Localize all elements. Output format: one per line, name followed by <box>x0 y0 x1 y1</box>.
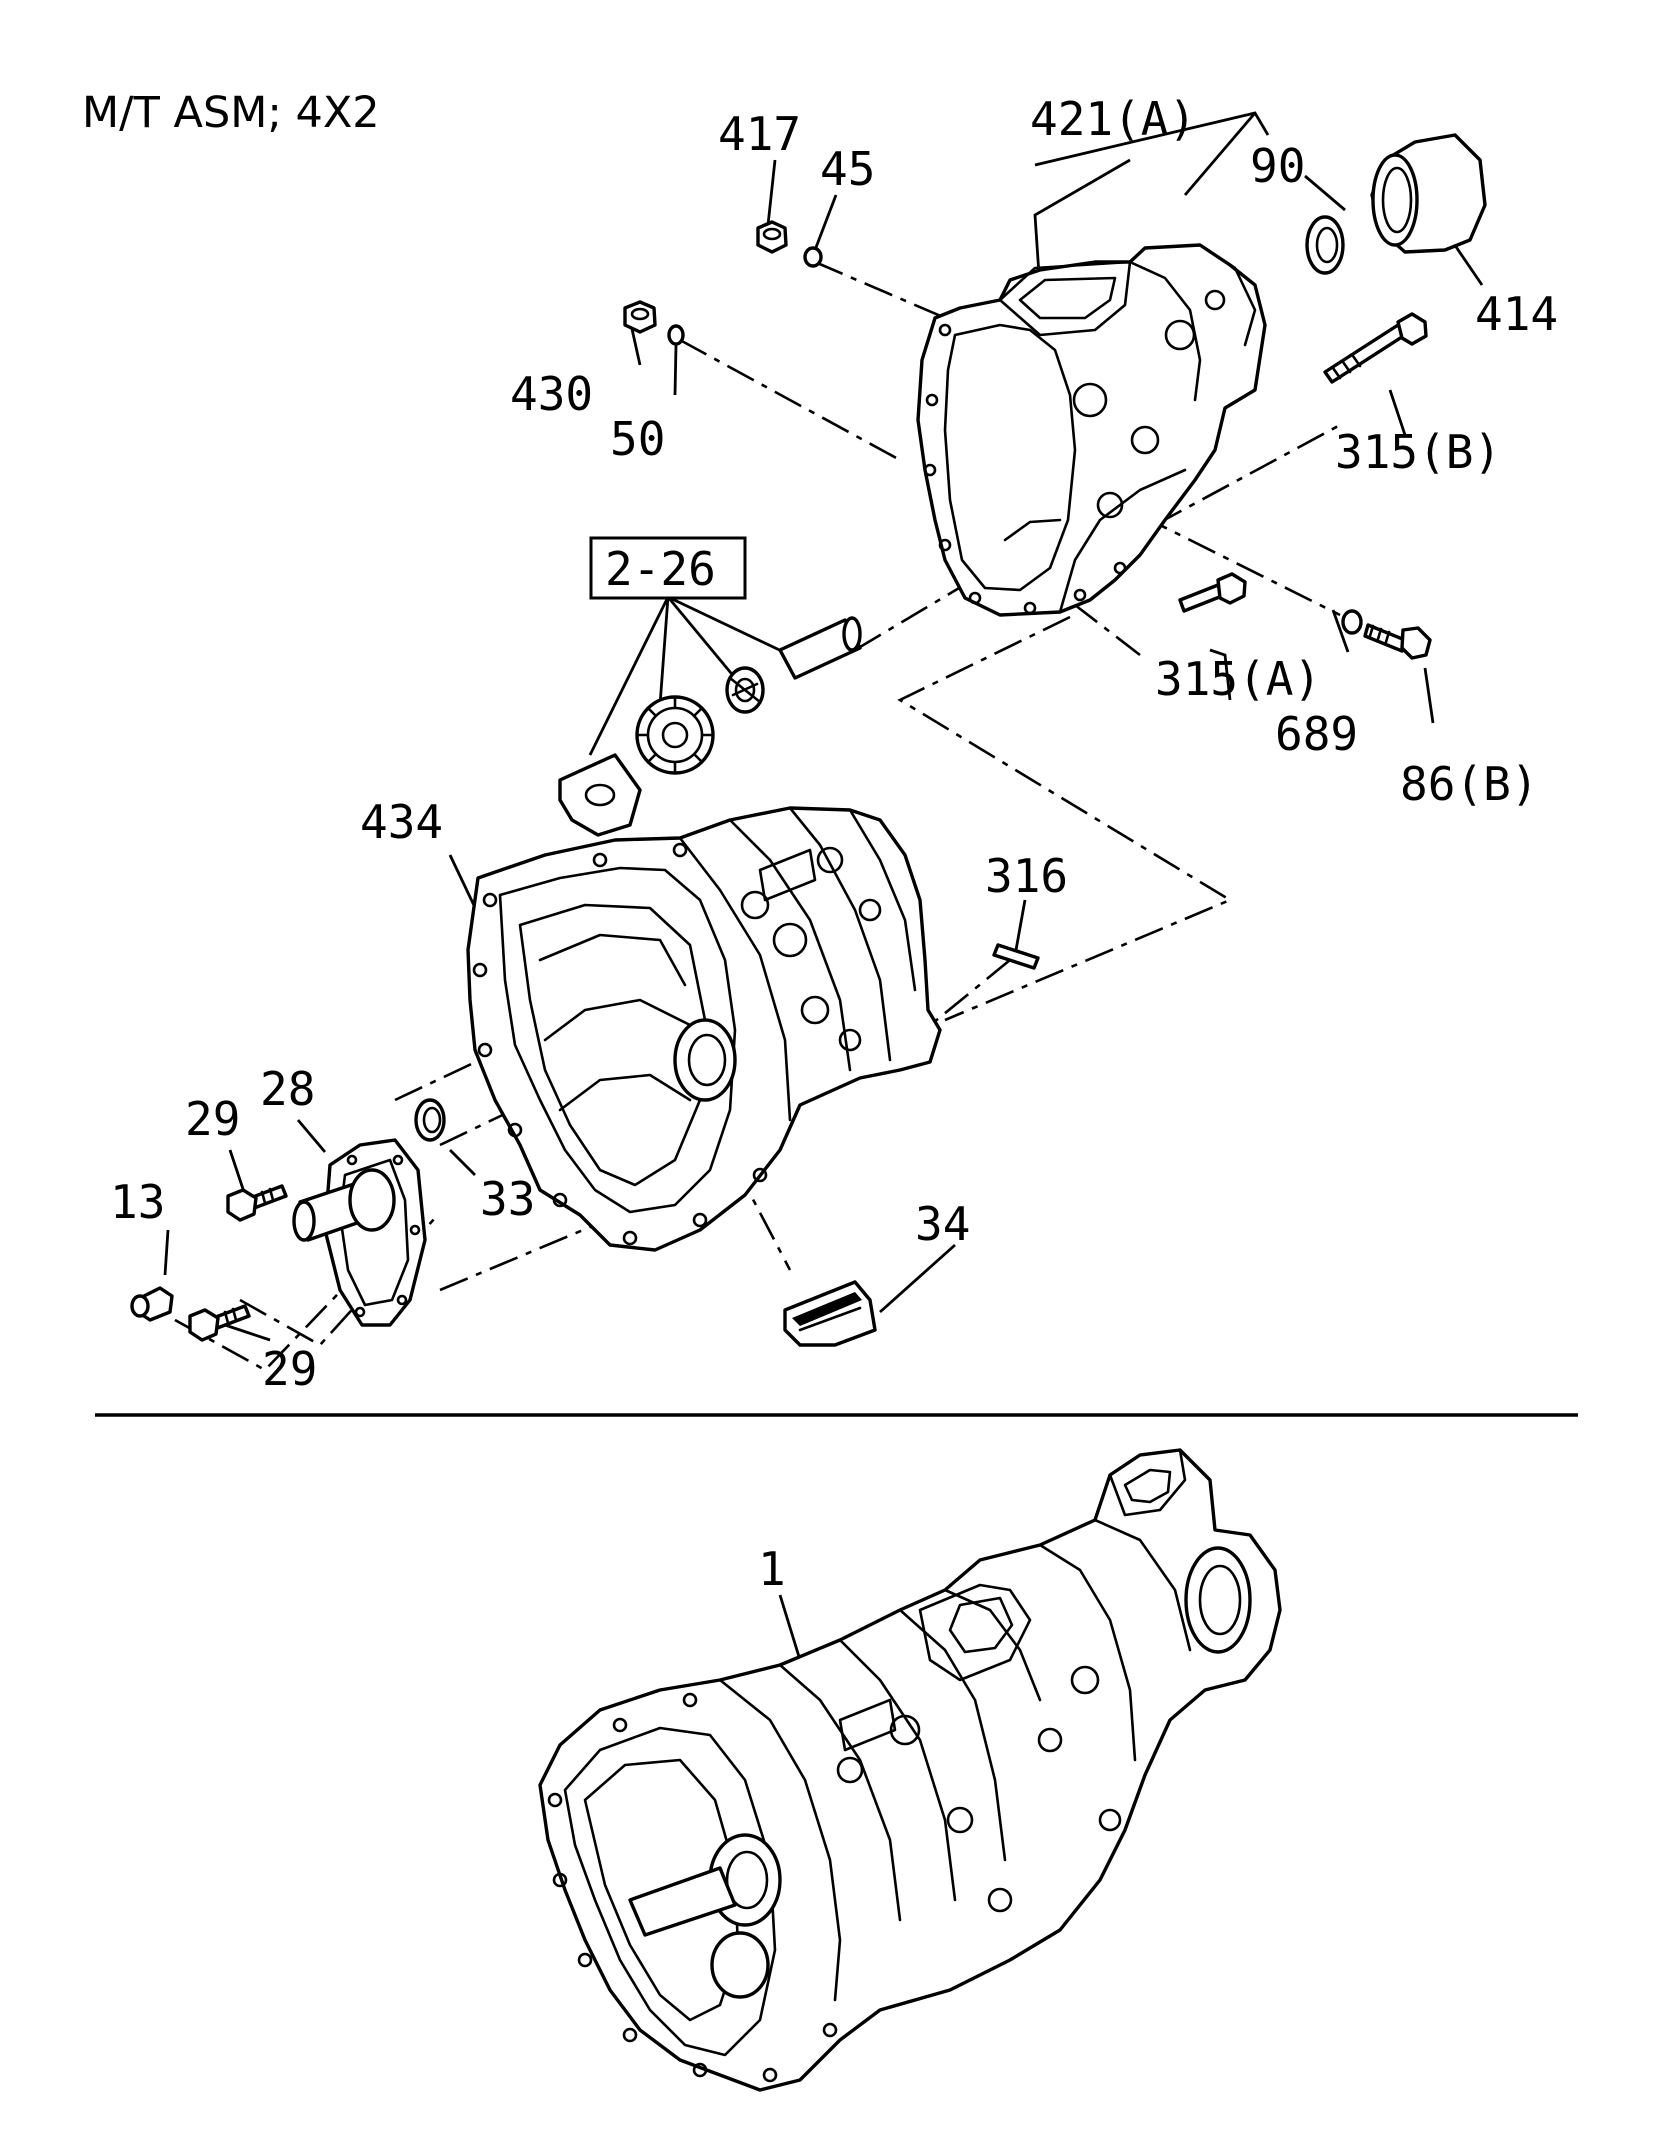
label-28: 28 <box>260 1062 315 1116</box>
seal-33-part <box>414 1098 446 1142</box>
label-1: 1 <box>758 1542 786 1596</box>
nut-417-part <box>756 220 788 254</box>
label-414: 414 <box>1475 287 1558 341</box>
label-34: 34 <box>915 1197 970 1251</box>
gear-bracket-part <box>558 753 642 837</box>
counter-shaft-part <box>778 616 862 680</box>
label-13: 13 <box>110 1175 165 1229</box>
bolt-29-upper-part <box>226 1184 288 1222</box>
label-45: 45 <box>820 142 875 196</box>
label-434: 434 <box>360 795 443 849</box>
oil-seal-part <box>1305 215 1345 275</box>
label-29-lower: 29 <box>262 1342 317 1396</box>
extension-housing-part <box>916 243 1267 617</box>
case-bolt-holes <box>472 842 768 1246</box>
nut-430-part <box>623 300 657 334</box>
bolt-315b-part <box>1323 312 1428 384</box>
assembly-bolt-holes <box>547 1692 838 2083</box>
label-315b: 315(B) <box>1335 425 1501 479</box>
part-labels: 417 45 421(A) 90 414 430 50 315(B) 2-26 … <box>110 92 1558 1596</box>
label-316: 316 <box>985 849 1068 903</box>
washer-689-part <box>1341 609 1363 635</box>
diagram-title: M/T ASM; 4X2 <box>82 88 380 138</box>
bolt-86b-part <box>1363 623 1432 660</box>
label-315a: 315(A) <box>1155 652 1321 706</box>
plug-13-part <box>130 1286 174 1322</box>
label-689: 689 <box>1275 707 1358 761</box>
key-316-part <box>992 943 1040 970</box>
label-50: 50 <box>610 412 665 466</box>
label-33: 33 <box>480 1172 535 1226</box>
washer-45-part <box>803 246 823 268</box>
label-421a: 421(A) <box>1030 92 1196 146</box>
needle-bearing-part <box>725 666 765 714</box>
transmission-case-part <box>466 806 942 1252</box>
bracket-34-part <box>783 1280 877 1347</box>
washer-50-part <box>667 324 685 346</box>
leader-lines <box>163 111 1484 1661</box>
label-29-upper: 29 <box>185 1092 240 1146</box>
bolt-29-lower-part <box>188 1304 251 1342</box>
label-86b: 86(B) <box>1400 757 1538 811</box>
transmission-assembly-part <box>538 1448 1282 2092</box>
label-430: 430 <box>510 367 593 421</box>
label-2-26: 2-26 <box>605 542 716 596</box>
front-cover-part <box>292 1138 427 1327</box>
label-417: 417 <box>718 107 801 161</box>
bolt-315a-part <box>1178 572 1247 613</box>
label-90: 90 <box>1250 139 1305 193</box>
counter-gear-part <box>635 695 715 775</box>
dust-cover-part <box>1370 133 1487 254</box>
housing-bolt-holes <box>923 323 1127 615</box>
kit-label-box: 2-26 <box>589 536 747 600</box>
